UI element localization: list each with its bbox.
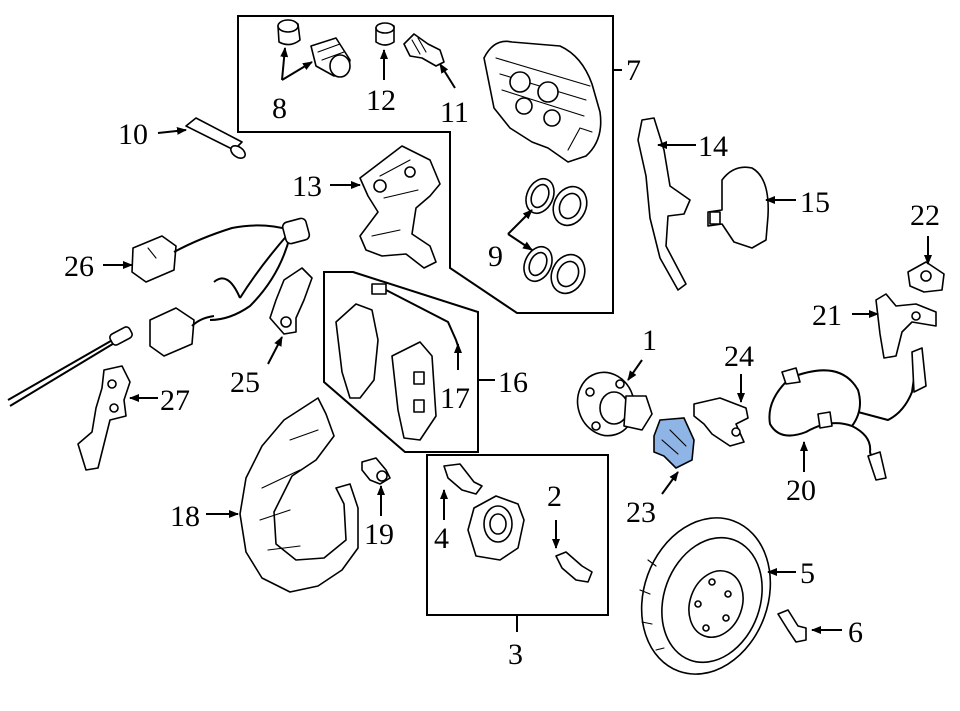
callout-10: 10 [118,118,148,151]
callout-23: 23 [626,496,656,529]
part-6-rotor-screw[interactable] [777,609,807,643]
callout-3: 3 [508,638,523,671]
callout-21: 21 [812,299,842,332]
callout-9: 9 [488,240,503,273]
pad-group-box [323,271,479,453]
part-10-guide-pin[interactable] [185,117,247,161]
part-9-pistons-seals[interactable] [519,174,593,299]
part-7-brake-caliper[interactable] [483,40,602,163]
callout-5: 5 [800,557,815,590]
callout-26: 26 [64,250,94,283]
part-24-sensor-bracket[interactable] [693,397,749,447]
part-2-bolt[interactable] [555,551,593,583]
callout-1: 1 [642,324,657,357]
part-21-hose-bracket[interactable] [875,293,937,359]
part-27-sensor-bracket[interactable] [77,365,131,471]
callout-6: 6 [848,616,863,649]
callout-22: 22 [910,199,940,232]
part-4-bolt[interactable] [443,463,483,495]
callout-4: 4 [434,522,449,555]
callout-27: 27 [160,384,190,417]
callout-18: 18 [170,500,200,533]
part-26-wiring-harness[interactable] [7,217,311,407]
callout-8: 8 [272,92,287,125]
callout-12: 12 [366,84,396,117]
callout-24: 24 [724,340,754,373]
callout-19: 19 [364,518,394,551]
part-17-wear-indicator[interactable] [371,283,461,353]
part-12-cap[interactable] [375,22,395,46]
part-18-dust-shield[interactable] [239,397,359,593]
part-14-splash-shield[interactable] [637,117,691,291]
part-5-brake-rotor[interactable] [620,500,791,693]
callout-13: 13 [292,170,322,203]
part-23-highlighted-bracket[interactable] [653,417,695,469]
leader-arrows [103,47,932,634]
caliper-group-box [237,15,614,314]
part-19-bolt[interactable] [361,457,391,485]
part-8-bushing-caps[interactable] [277,19,351,78]
callout-15: 15 [800,186,830,219]
callout-7: 7 [626,54,641,87]
callout-20: 20 [786,474,816,507]
callout-16: 16 [498,366,528,399]
callout-11: 11 [440,96,469,129]
callout-2: 2 [547,480,562,513]
callout-17: 17 [440,382,470,415]
part-3-wheel-bearing[interactable] [467,495,525,561]
part-16-brake-pads[interactable] [335,303,437,441]
part-25-speed-sensor[interactable] [269,267,313,335]
part-20-brake-hose[interactable] [768,347,927,481]
part-1-hub[interactable] [569,365,653,443]
callout-14: 14 [698,130,728,163]
part-15-backing-plate[interactable] [707,166,769,249]
callout-25: 25 [230,366,260,399]
part-13-caliper-bracket[interactable] [359,145,441,269]
part-22-retaining-clip[interactable] [907,261,945,293]
part-11-bleeder-screw[interactable] [403,33,445,67]
